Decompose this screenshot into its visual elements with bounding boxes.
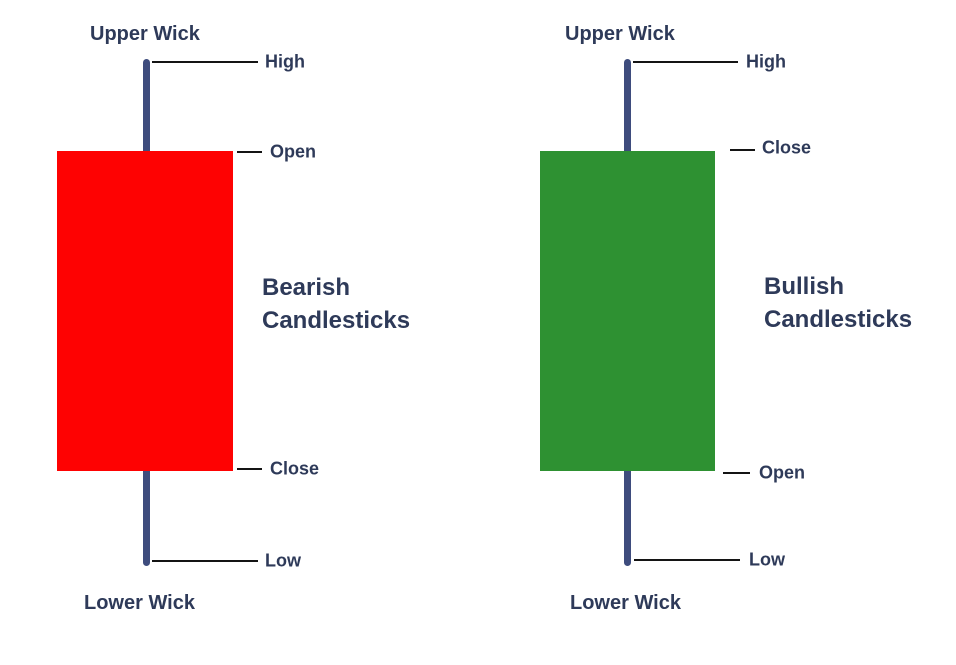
bearish-open-leader-line: [237, 151, 262, 153]
bullish-open-label: Open: [759, 462, 806, 483]
bullish-close-label: Close: [762, 137, 812, 158]
bullish-upper-wick: [624, 59, 631, 155]
bullish-lower-wick-label: Lower Wick: [570, 592, 681, 614]
bullish-close-leader-line: [730, 149, 755, 151]
bullish-open-leader-line: [723, 472, 750, 474]
bullish-high-label: High: [746, 51, 786, 72]
bullish-figure-title: Bullish Candlesticks: [764, 273, 913, 333]
bearish-figure-title: Bearish Candlesticks: [262, 274, 411, 334]
bullish-upper-wick-label: Upper Wick: [565, 23, 675, 45]
bullish-lower-wick: [624, 467, 631, 566]
bearish-upper-wick: [143, 59, 150, 155]
bullish-low-leader-line: [634, 559, 740, 561]
bearish-low-label: Low: [265, 550, 301, 571]
bearish-high-label: High: [265, 51, 305, 72]
bearish-upper-wick-label: Upper Wick: [90, 23, 200, 45]
bearish-lower-wick: [143, 467, 150, 566]
bearish-close-leader-line: [237, 468, 262, 470]
bearish-lower-wick-label: Lower Wick: [84, 592, 195, 614]
bearish-high-leader-line: [152, 61, 258, 63]
bullish-candle-body: [540, 151, 715, 471]
bearish-close-label: Close: [270, 458, 320, 479]
bullish-low-label: Low: [749, 549, 785, 570]
bearish-open-label: Open: [270, 141, 317, 162]
bearish-candle-body: [57, 151, 233, 471]
bearish-low-leader-line: [152, 560, 258, 562]
bullish-high-leader-line: [633, 61, 738, 63]
